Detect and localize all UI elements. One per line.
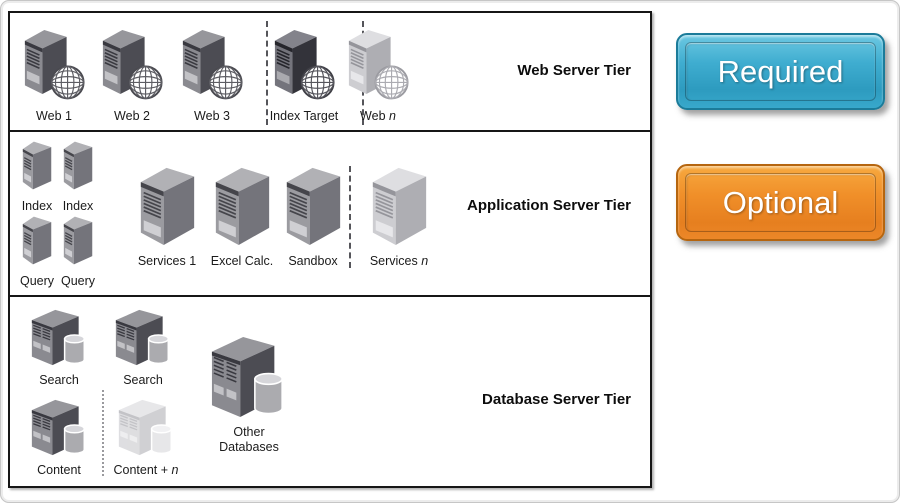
server-label: Web n — [360, 109, 396, 123]
server-label: Services n — [369, 254, 429, 268]
database-server-icon — [117, 397, 175, 462]
server-web-n: Web n — [336, 25, 420, 124]
database-server-tier: Search Search Content — [10, 295, 650, 486]
application-server-tier: Index Index Query — [10, 130, 650, 295]
db-content: Content — [17, 397, 101, 478]
server-icon — [213, 162, 272, 253]
required-button[interactable]: Required — [676, 33, 885, 110]
server-globe-icon — [180, 25, 244, 108]
server-label: Index Target — [269, 109, 339, 123]
tier-title-app: Application Server Tier — [467, 197, 631, 214]
server-globe-icon — [346, 25, 410, 108]
dashed-separator — [266, 21, 268, 125]
required-button-label: Required — [717, 53, 844, 89]
server-icon — [370, 162, 429, 253]
server-label: Query — [19, 274, 55, 288]
server-label: Web 3 — [194, 109, 230, 123]
server-index: Index — [15, 138, 59, 214]
tier-title-web: Web Server Tier — [517, 62, 631, 79]
server-label: Content + n — [113, 463, 179, 477]
server-label: Sandbox — [288, 254, 338, 268]
optional-button[interactable]: Optional — [676, 164, 885, 241]
server-icon — [62, 213, 95, 273]
server-query: Query — [56, 213, 100, 289]
server-sandbox: Sandbox — [271, 162, 355, 269]
db-search: Search — [101, 307, 185, 388]
server-globe-icon — [22, 25, 86, 108]
dotted-separator — [102, 390, 104, 476]
web-server-tier: Web 1 Web 2 — [10, 13, 650, 130]
server-web-1: Web 1 — [12, 25, 96, 124]
server-label: Web 1 — [36, 109, 72, 123]
server-services-1: Services 1 — [125, 162, 209, 269]
server-label: Index — [62, 199, 94, 213]
database-server-icon — [30, 397, 88, 462]
server-label: Web 2 — [114, 109, 150, 123]
server-globe-icon — [272, 25, 336, 108]
server-label: Query — [60, 274, 96, 288]
server-icon — [62, 138, 95, 198]
server-excel-calc: Excel Calc. — [200, 162, 284, 269]
server-index: Index — [56, 138, 100, 214]
server-label: Search — [39, 373, 79, 387]
server-icon — [21, 213, 54, 273]
server-icon — [138, 162, 197, 253]
server-query: Query — [15, 213, 59, 289]
database-server-icon — [114, 307, 172, 372]
server-services-n: Services n — [357, 162, 441, 269]
database-server-icon — [210, 333, 288, 424]
server-globe-icon — [100, 25, 164, 108]
server-web-3: Web 3 — [170, 25, 254, 124]
server-icon — [21, 138, 54, 198]
server-topology-diagram: Web 1 Web 2 — [8, 11, 652, 488]
tier-title-db: Database Server Tier — [482, 391, 631, 408]
db-search: Search — [17, 307, 101, 388]
dashed-separator — [349, 166, 351, 268]
server-label: Index — [21, 199, 53, 213]
server-icon — [284, 162, 343, 253]
server-web-2: Web 2 — [90, 25, 174, 124]
server-index-target: Index Target — [262, 25, 346, 124]
database-server-icon — [30, 307, 88, 372]
server-label: Excel Calc. — [210, 254, 274, 268]
server-label: Content — [37, 463, 81, 477]
db-content-n: Content + n — [104, 397, 188, 478]
server-label: Search — [123, 373, 163, 387]
server-label: Services 1 — [137, 254, 197, 268]
optional-button-label: Optional — [722, 184, 839, 220]
